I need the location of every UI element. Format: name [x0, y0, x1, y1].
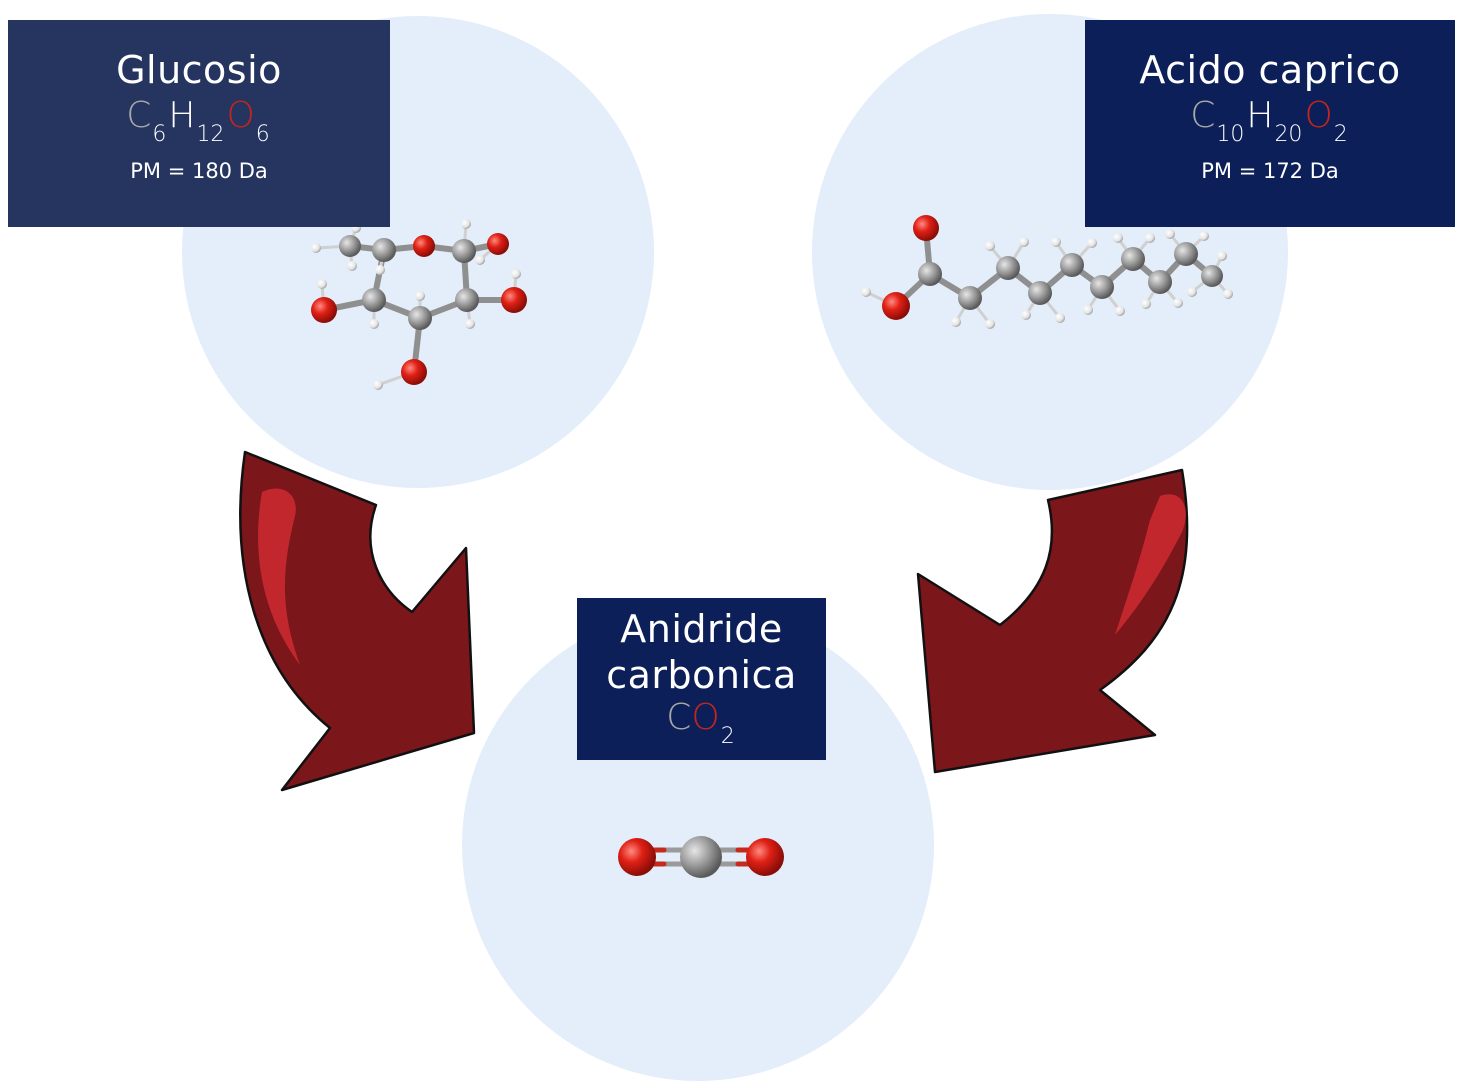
formula-count: 20 — [1274, 122, 1303, 147]
capric-acid-ball-and-stick-icon — [861, 215, 1233, 329]
arrow-glucose-to-co2 — [239, 450, 476, 792]
formula-count: 6 — [255, 122, 270, 147]
carbon-dioxide-label-box: Anidride carbonica CO2 — [577, 598, 826, 760]
carbon-dioxide-formula: CO2 — [577, 697, 826, 750]
co2-ball-and-stick-icon — [618, 836, 784, 878]
capric-acid-label-box: Acido caprico C10H20O2 PM = 172 Da — [1085, 20, 1455, 227]
arrow-highlight-right — [1115, 494, 1186, 635]
formula-count: 12 — [196, 122, 225, 147]
formula-symbol: C — [666, 697, 692, 738]
formula-symbol: C — [1190, 95, 1216, 136]
formula-symbol: O — [226, 95, 255, 136]
glucose-name: Glucosio — [116, 48, 282, 92]
arrow-body-left — [239, 450, 476, 792]
arrow-body-right — [916, 468, 1189, 774]
carbon-dioxide-name-line1: Anidride — [620, 607, 783, 651]
capric-acid-name: Acido caprico — [1139, 48, 1401, 92]
formula-symbol: O — [691, 697, 720, 738]
formula-symbol: H — [168, 95, 196, 136]
formula-symbol: C — [126, 95, 152, 136]
glucose-formula: C6H12O6 — [8, 95, 390, 148]
capric-acid-molar-mass: PM = 172 Da — [1201, 159, 1339, 183]
formula-count: 2 — [720, 724, 735, 749]
formula-count: 2 — [1333, 122, 1348, 147]
formula-symbol: H — [1246, 95, 1274, 136]
carbon-dioxide-name-line2: carbonica — [606, 653, 797, 697]
arrow-capric-to-co2 — [916, 468, 1189, 774]
arrow-highlight-left — [258, 488, 300, 665]
formula-count: 6 — [152, 122, 167, 147]
glucose-label-box: Glucosio C6H12O6 PM = 180 Da — [8, 20, 390, 227]
formula-count: 10 — [1216, 122, 1245, 147]
glucose-ball-and-stick-icon — [311, 219, 527, 390]
formula-symbol: O — [1304, 95, 1333, 136]
capric-acid-formula: C10H20O2 — [1085, 95, 1455, 148]
glucose-molar-mass: PM = 180 Da — [130, 159, 268, 183]
